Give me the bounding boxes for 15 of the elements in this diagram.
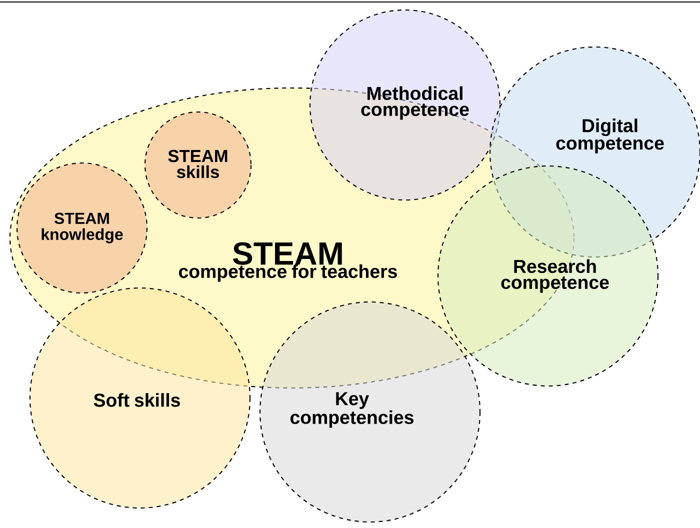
node-label: Research competence bbox=[501, 259, 609, 293]
circle-shape bbox=[437, 165, 659, 387]
circle-shape bbox=[29, 287, 251, 509]
circle-shape bbox=[259, 301, 481, 523]
node-label: Soft skills bbox=[94, 393, 180, 407]
circle-shape bbox=[309, 9, 501, 201]
node-label: STEAM competence for teachers bbox=[179, 242, 397, 282]
node-label: STEAM knowledge bbox=[42, 212, 123, 244]
circle-shape bbox=[489, 46, 700, 258]
node-label: Key competencies bbox=[290, 392, 414, 428]
node-label: Digital competence bbox=[556, 118, 664, 154]
node-label: STEAM skills bbox=[168, 150, 228, 178]
node-label: Methodical competence bbox=[361, 86, 469, 120]
circle-shape bbox=[16, 162, 148, 294]
circle-shape bbox=[144, 111, 252, 219]
